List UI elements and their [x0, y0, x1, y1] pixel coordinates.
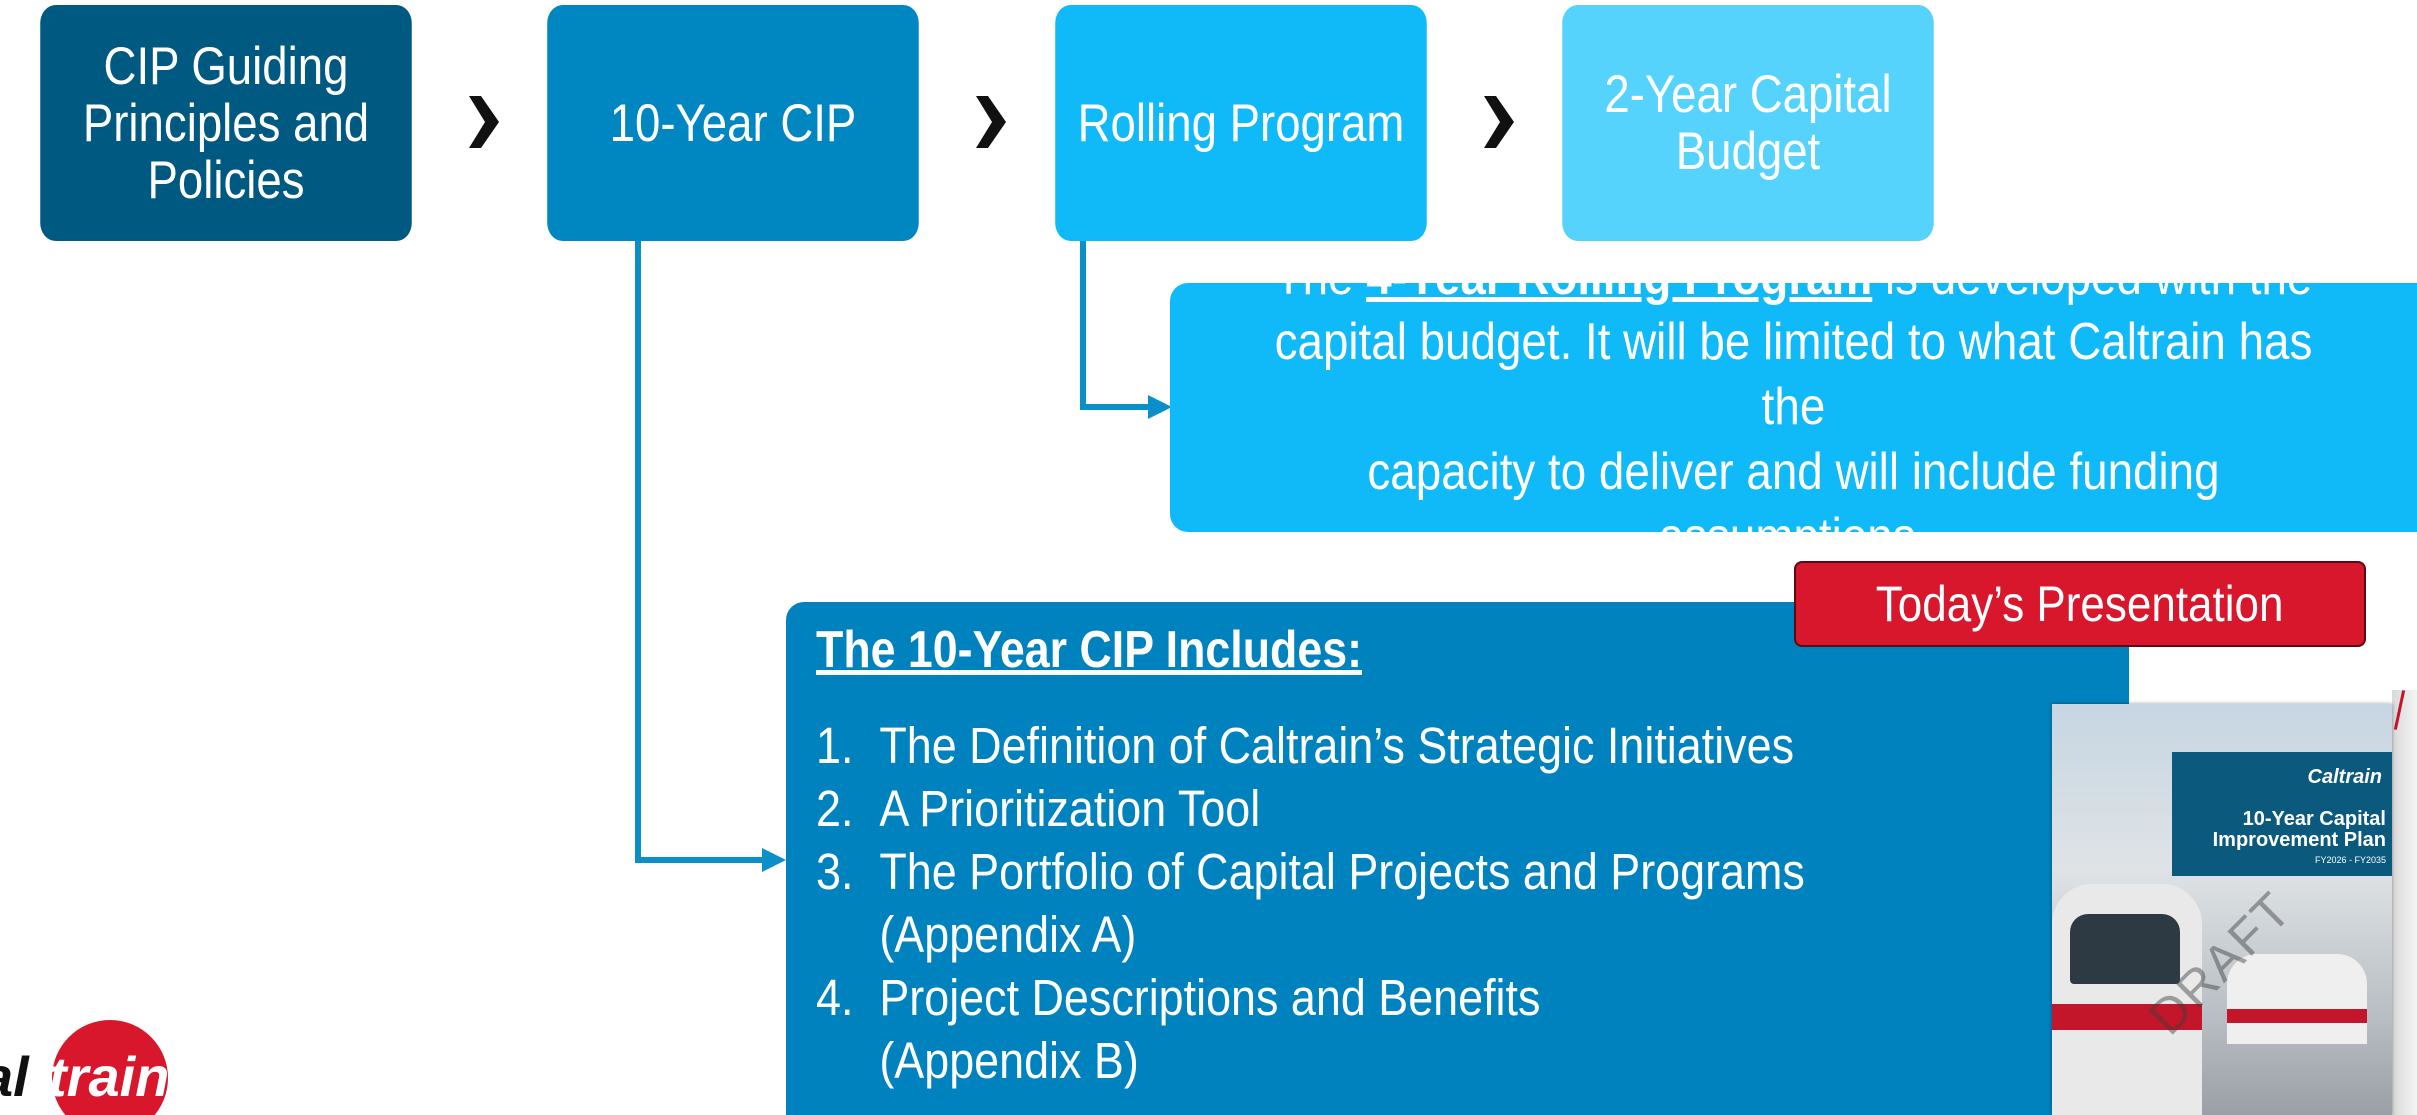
step-rolling-program: Rolling Program [1055, 5, 1427, 241]
chevron-right-icon [469, 96, 499, 148]
list-item: 3. The Portfolio of Capital Projects and… [816, 840, 1828, 966]
list-number: 1. [816, 717, 854, 774]
list-item: 1. The Definition of Caltrain’s Strategi… [816, 714, 1828, 777]
step-line: 2-Year Capital [1604, 65, 1892, 124]
arrowhead-icon [1148, 395, 1172, 419]
rolling-program-description: The 4-Year Rolling Program is developed … [1170, 248, 2417, 566]
list-item: 2. A Prioritization Tool [816, 777, 1828, 840]
step-line: CIP Guiding [103, 36, 349, 96]
cip-list: 1. The Definition of Caltrain’s Strategi… [816, 714, 1828, 1092]
step-10-year-cip: 10-Year CIP [547, 5, 919, 241]
cip-heading: The 10-Year CIP Includes: [816, 621, 1362, 679]
cover-brand: Caltrain [2307, 766, 2382, 788]
connector-line [1080, 404, 1152, 410]
list-item: 4. Project Descriptions and Benefits (App… [816, 966, 1828, 1092]
list-text: Project Descriptions and Benefits [879, 969, 1541, 1026]
rolling-prefix: The [1274, 248, 1367, 306]
list-text: The Definition of Caltrain’s Strategic I… [879, 717, 1795, 774]
connector-line [635, 857, 765, 863]
chevron-right-icon [1484, 96, 1514, 148]
list-text: A Prioritization Tool [879, 780, 1261, 837]
svg-text:al: al [0, 1045, 30, 1108]
cover-title-band: Caltrain 10-Year Capital Improvement Pla… [2172, 752, 2392, 876]
caltrain-logo: al train [0, 1020, 169, 1115]
cip-includes-box: The 10-Year CIP Includes: 1. The Definit… [786, 602, 2129, 1115]
step-line: Rolling Program [1077, 93, 1405, 153]
rolling-line1-rest: is developed with the [1872, 248, 2313, 306]
step-line: Principles and [82, 93, 370, 153]
list-text: (Appendix B) [879, 1032, 1139, 1089]
cover-fiscal-years: FY2026 - FY2035 [2314, 855, 2386, 865]
rolling-emphasis: 4-Year Rolling Program [1366, 248, 1873, 306]
chevron-right-icon [976, 96, 1006, 148]
rolling-line2: capital budget. It will be limited to wh… [1274, 313, 2313, 436]
todays-presentation-badge: Today’s Presentation [1794, 561, 2366, 647]
train-image [2052, 884, 2202, 1115]
list-text: (Appendix A) [879, 906, 1137, 963]
badge-label: Today’s Presentation [1876, 576, 2284, 632]
list-number: 3. [816, 843, 854, 900]
list-text: The Portfolio of Capital Projects and Pr… [879, 843, 1805, 900]
connector-line [635, 241, 641, 863]
list-number: 4. [816, 969, 854, 1026]
step-line: Budget [1675, 122, 1821, 181]
train-image [2227, 954, 2367, 1044]
cip-report-cover: Caltrain 10-Year Capital Improvement Pla… [2052, 704, 2392, 1115]
step-line: Policies [147, 150, 305, 210]
cover-title: 10-Year Capital Improvement Plan [2212, 808, 2386, 851]
svg-text:train: train [48, 1045, 169, 1108]
arrowhead-icon [762, 848, 786, 872]
list-number: 2. [816, 780, 854, 837]
page-edge [2392, 690, 2417, 1115]
connector-line [1080, 241, 1086, 410]
step-line: 10-Year CIP [609, 93, 857, 153]
rolling-line3: capacity to deliver and will include fun… [1367, 443, 2220, 566]
